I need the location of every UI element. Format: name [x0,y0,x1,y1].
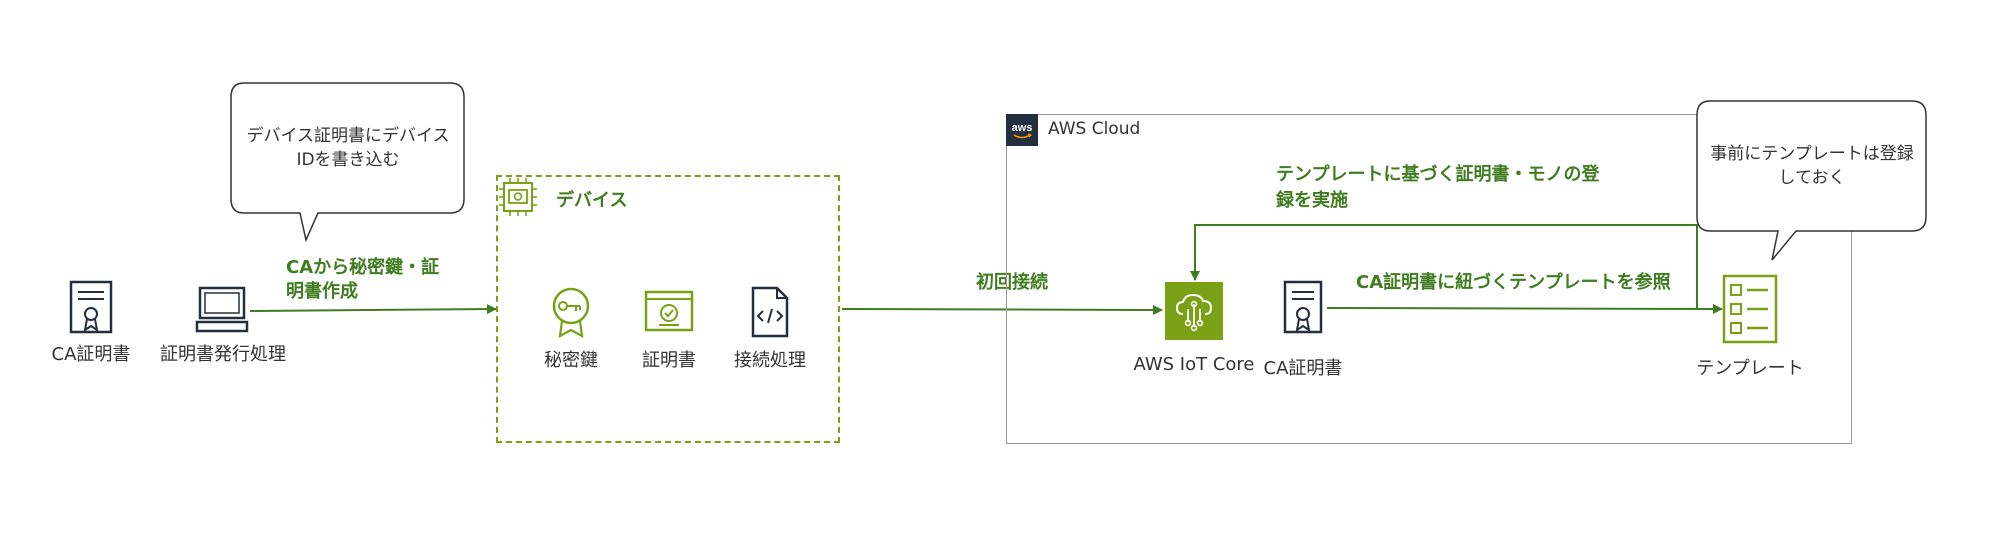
bubble-left-text: デバイス証明書にデバイス IDを書き込む [232,124,464,172]
issuer-node [194,284,250,336]
ca-certificate-label: CA証明書 [51,344,131,365]
certificate-icon [644,288,694,336]
ca-certificate-node [56,280,126,360]
bubble-right-line1: 事前にテンプレートは登録 [1710,144,1914,164]
first-connect-arrow [841,304,1163,315]
bubble-right-line2: しておく [1778,168,1846,188]
issuer-label: 証明書発行処理 [160,344,286,365]
aws-cloud-container [1006,114,1852,444]
create-key-label-line2: 明書作成 [286,281,358,302]
bubble-left-line2: IDを書き込む [296,150,400,170]
bubble-left-line1: デバイス証明書にデバイス [246,126,450,146]
certificate-document-icon [69,280,113,334]
aws-logo-text: aws [1012,122,1033,134]
device-title: デバイス [556,190,628,211]
bubble-right-text: 事前にテンプレートは登録 しておく [1698,142,1926,190]
private-key-icon [548,286,594,339]
register-label-line1: テンプレートに基づく証明書・モノの登 [1276,164,1600,185]
laptop-icon [195,286,249,333]
speech-bubble-right [1696,100,1927,261]
reference-template-arrow [1326,303,1723,314]
register-arrow-label: テンプレートに基づく証明書・モノの登 録を実施 [1276,162,1599,214]
code-file-icon [750,286,790,338]
iot-core-icon [1165,282,1223,340]
aws-cloud-title: AWS Cloud [1048,119,1141,139]
first-connect-label: 初回接続 [976,272,1048,293]
device-item-connect-label: 接続処理 [734,350,806,371]
register-arrow [1190,224,1698,309]
iot-core-label: AWS IoT Core [1133,354,1255,375]
cloud-ca-certificate-label: CA証明書 [1263,358,1343,379]
reference-template-label: CA証明書に紐づくテンプレートを参照 [1356,272,1671,293]
template-label: テンプレート [1696,358,1804,379]
register-label-line2: 録を実施 [1276,190,1348,211]
device-item-private-key-label: 秘密鍵 [544,350,598,371]
template-icon [1722,274,1778,344]
cloud-ca-certificate-icon [1268,280,1338,336]
device-container [496,175,840,443]
aws-logo-icon: aws [1006,114,1038,146]
create-key-arrow [249,304,497,315]
device-chip-icon [496,175,540,219]
create-key-label-line1: CAから秘密鍵・証 [286,257,440,278]
speech-bubble-left [230,82,465,242]
create-key-arrow-label: CAから秘密鍵・証 明書作成 [286,256,439,304]
device-item-certificate-label: 証明書 [642,350,696,371]
